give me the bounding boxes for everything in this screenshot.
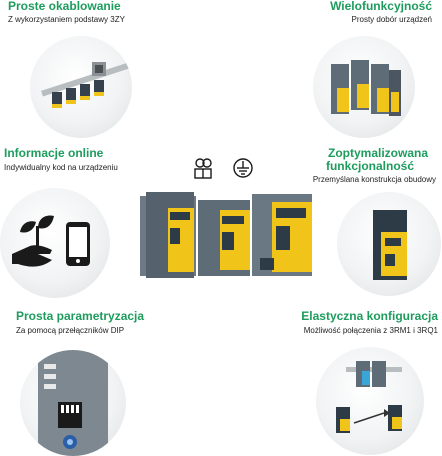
- product-devices-image: [140, 188, 320, 288]
- feature-subtitle: Za pomocą przełączników DIP: [16, 326, 125, 335]
- feature-image-multifunction: [313, 36, 415, 138]
- feature-title: Zoptymalizowana funkcjonalność: [236, 147, 436, 173]
- configuration-illustration: [336, 361, 402, 433]
- feature-subtitle: Prosty dobór urządzeń: [351, 15, 433, 24]
- dip-switch-illustration: [38, 350, 108, 456]
- feature-optimized-function: Zoptymalizowana funkcjonalność Przemyśla…: [236, 147, 436, 185]
- earth-ground-icon: [232, 157, 254, 179]
- feature-subtitle: Z wykorzystaniem podstawy 3ZY: [8, 15, 125, 24]
- feature-title: Prosta parametryzacja: [16, 309, 145, 323]
- feature-online-info: Informacje online Indywidualny kod na ur…: [4, 147, 184, 173]
- relay-module-small: [52, 80, 104, 108]
- feature-title: Informacje online: [4, 146, 104, 160]
- feature-image-online: [0, 188, 110, 298]
- feature-flexible-configuration: Elastyczna konfiguracja Możliwość połącz…: [238, 310, 438, 336]
- feature-title: Proste okablowanie: [8, 0, 121, 13]
- feature-image-dip: [20, 350, 126, 456]
- feature-image-housing: [337, 192, 441, 296]
- online-illustration: [12, 215, 90, 267]
- housing-illustration: [373, 210, 407, 280]
- feature-title: Elastyczna konfiguracja: [301, 309, 438, 323]
- feature-subtitle: Możliwość połączenia z 3RM1 i 3RQ1: [303, 326, 438, 335]
- feature-image-wiring: [30, 36, 132, 138]
- feature-subtitle: Indywidualny kod na urządzeniu: [4, 163, 118, 172]
- feature-title: Wielofunkcyjność: [330, 0, 432, 13]
- relay-group-illustration: [331, 60, 401, 116]
- feature-title-line1: Zoptymalizowana: [327, 146, 428, 160]
- plant-in-hand-icon: [12, 215, 54, 267]
- feature-subtitle: Przemyślana konstrukcja obudowy: [312, 175, 436, 184]
- dip-switch-block: [58, 402, 82, 428]
- feature-title-line2: funkcjonalność: [325, 159, 414, 173]
- arrow-icon: [353, 409, 390, 424]
- feature-simple-wiring: Proste okablowanie Z wykorzystaniem pods…: [8, 0, 178, 25]
- feature-simple-parametrization: Prosta parametryzacja Za pomocą przełącz…: [16, 310, 196, 336]
- wiring-base-illustration: [41, 62, 131, 108]
- feature-image-configuration: [316, 347, 424, 455]
- people-icon: [192, 157, 214, 179]
- smartphone-icon: [66, 222, 90, 266]
- feature-multifunction: Wielofunkcyjność Prosty dobór urządzeń: [262, 0, 432, 25]
